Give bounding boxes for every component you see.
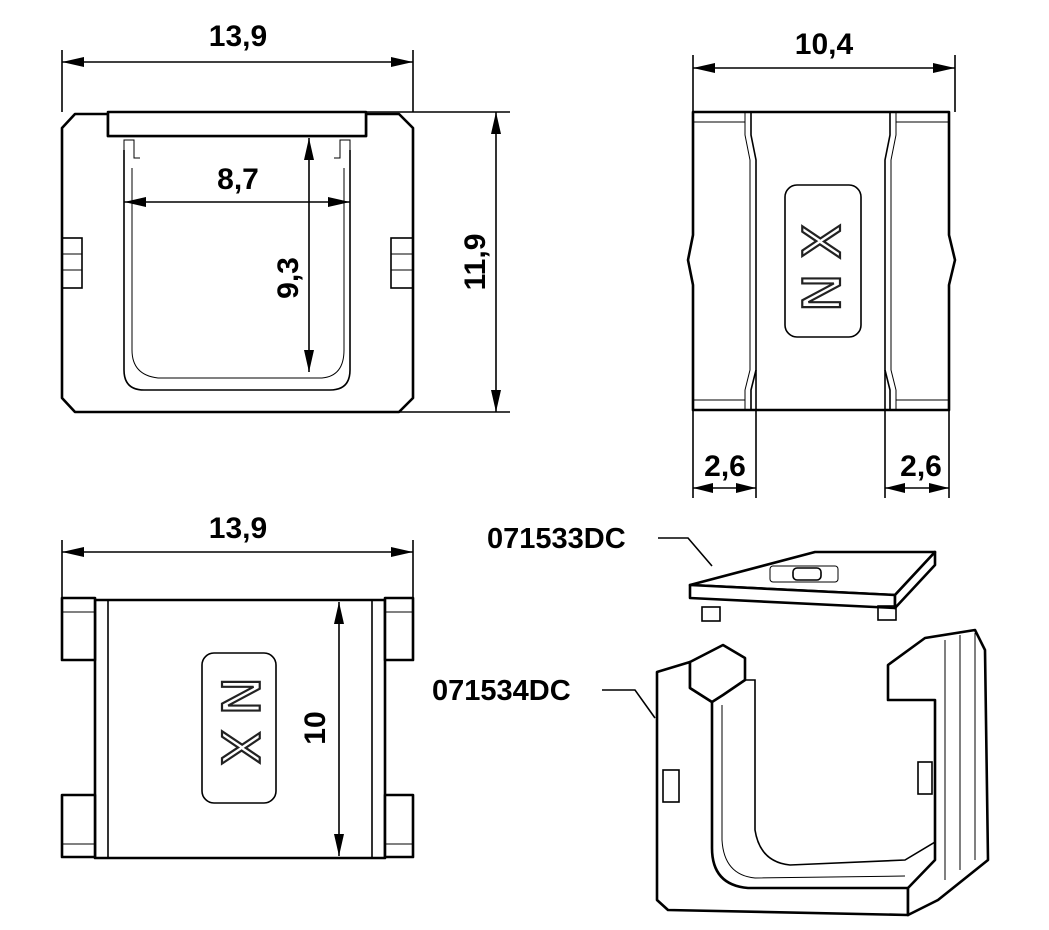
frame-inner-channel <box>711 679 936 866</box>
front-width-arrow-left <box>62 57 84 67</box>
top-width-arrow-right <box>391 547 413 557</box>
top-width-arrow-left <box>62 547 84 557</box>
frame-inner-curve <box>721 705 906 879</box>
cover-peg-left <box>701 606 721 622</box>
frame-right-groove <box>944 633 976 880</box>
top-depth-arrow-bottom <box>334 834 344 856</box>
front-inner-height-label: 9,3 <box>272 257 305 299</box>
front-width-label: 13,9 <box>209 20 267 53</box>
front-height-arrow-bottom <box>491 390 501 412</box>
front-view: 13,9 11,9 8,7 9,3 <box>60 20 510 414</box>
cover-part <box>688 550 937 622</box>
frame-right-wall <box>886 628 990 917</box>
front-inner-width-arrow-left <box>124 197 146 207</box>
side-view-band-inner <box>744 112 897 410</box>
front-view-lip-right <box>334 139 351 159</box>
side-width-arrow-right <box>933 63 955 73</box>
front-width-arrow-right <box>391 57 413 67</box>
frame-leader <box>602 689 656 719</box>
isometric-view: 071533DC 071534DC <box>432 523 990 917</box>
side-left-band-arrow-right <box>736 483 756 493</box>
cover-side-face <box>893 550 937 610</box>
front-view-outline <box>60 112 415 414</box>
side-view-center-band <box>750 112 891 410</box>
side-view-marking-plate <box>784 184 862 338</box>
front-view-lip-left <box>123 139 140 159</box>
front-view-lid <box>106 110 368 138</box>
frame-part <box>655 628 990 917</box>
top-view-marking-plate <box>201 652 277 804</box>
cover-slot-button <box>792 567 822 581</box>
frame-clip-right <box>917 761 933 795</box>
side-right-band-arrow-left <box>885 483 905 493</box>
frame-front-face <box>655 660 910 917</box>
top-view-tab-bottom-left <box>60 793 97 859</box>
top-view-tab-bottom-right <box>383 793 415 859</box>
top-view-tab-top-right <box>383 596 415 662</box>
side-width-label: 10,4 <box>795 28 854 61</box>
top-view-body <box>93 598 387 860</box>
front-inner-width-arrow-right <box>328 197 350 207</box>
front-inner-height-arrow-top <box>304 138 314 160</box>
front-view-channel <box>123 150 351 391</box>
front-height-label: 11,9 <box>459 234 492 291</box>
side-width-arrow-left <box>693 63 715 73</box>
front-view-clip-right <box>390 237 414 289</box>
front-height-arrow-top <box>491 112 501 134</box>
front-inner-height-arrow-bottom <box>304 350 314 372</box>
top-width-label: 13,9 <box>209 512 267 545</box>
cover-leader <box>658 537 713 567</box>
frame-clip-left <box>662 769 680 803</box>
side-right-band-arrow-right <box>929 483 949 493</box>
side-right-band-label: 2,6 <box>900 450 942 483</box>
side-view-marking: NX <box>793 210 853 313</box>
top-view: NX 13,9 10 <box>60 512 415 860</box>
cover-part-label: 071533DC <box>487 523 626 555</box>
top-depth-label: 10 <box>299 711 332 744</box>
top-depth-arrow-top <box>334 602 344 624</box>
front-view-channel-inner <box>131 168 345 379</box>
cover-peg-right <box>877 605 897 621</box>
top-view-tab-top-left <box>60 596 97 662</box>
side-left-band-arrow-left <box>693 483 713 493</box>
frame-left-top <box>688 643 747 704</box>
front-view-clip-left <box>61 237 83 289</box>
top-view-marking: NX <box>209 677 269 780</box>
cover-slot <box>769 565 839 583</box>
side-left-band-label: 2,6 <box>704 450 746 483</box>
side-view: NX 10,4 2,6 2,6 <box>686 28 957 498</box>
front-inner-width-label: 8,7 <box>217 163 259 196</box>
frame-part-label: 071534DC <box>432 675 571 707</box>
